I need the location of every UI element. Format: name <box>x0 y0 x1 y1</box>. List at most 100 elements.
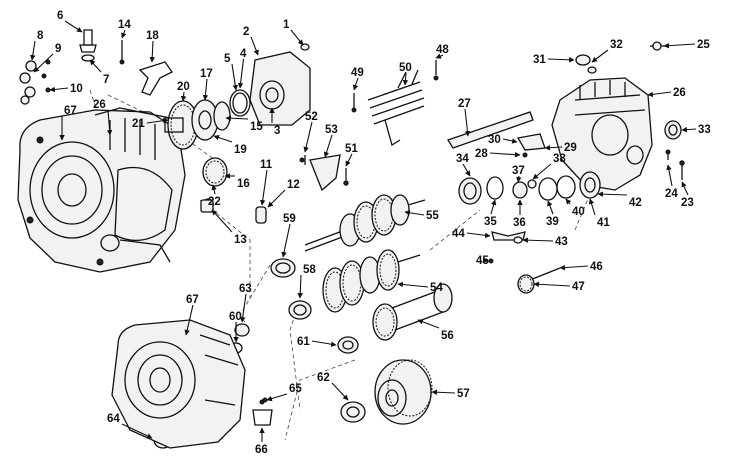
callout-39: 39 <box>546 200 559 228</box>
callout-46: 46 <box>559 261 603 273</box>
callout-number: 21 <box>132 118 145 130</box>
callout-leader <box>259 169 268 206</box>
callout-number: 28 <box>475 148 488 160</box>
callout-3: 3 <box>269 107 280 137</box>
callout-number: 4 <box>240 48 247 60</box>
callout-number: 49 <box>351 67 364 79</box>
vent-plug-and-bolts <box>19 29 97 105</box>
callout-44: 44 <box>452 228 491 240</box>
transaxle-case-left <box>17 107 186 273</box>
callout-number: 5 <box>224 53 231 65</box>
callout-17: 17 <box>200 68 213 101</box>
callout-14: 14 <box>118 19 131 39</box>
callout-number: 20 <box>177 81 190 93</box>
callout-leader <box>267 189 286 208</box>
case-cover-2 <box>229 43 311 126</box>
callout-number: 38 <box>553 153 566 165</box>
callout-number: 29 <box>564 142 577 154</box>
callout-leader <box>397 281 429 288</box>
callout-leader <box>462 163 471 177</box>
callout-number: 35 <box>484 216 497 228</box>
callout-30: 30 <box>488 134 518 146</box>
callout-21: 21 <box>132 117 169 130</box>
callout-number: 1 <box>283 19 290 31</box>
transaxle-case-right <box>551 77 653 191</box>
callout-number: 60 <box>229 311 242 323</box>
callout-50: 50 <box>399 62 412 86</box>
callout-60: 60 <box>229 311 242 343</box>
callout-52: 52 <box>303 111 318 153</box>
callout-49: 49 <box>351 67 364 91</box>
callout-number: 40 <box>572 206 585 218</box>
callout-leader <box>345 153 353 167</box>
callout-number: 59 <box>283 213 296 225</box>
callout-47: 47 <box>533 281 585 293</box>
callout-number: 41 <box>597 217 610 229</box>
callout-65: 65 <box>266 383 302 402</box>
callout-35: 35 <box>484 199 497 228</box>
callout-number: 47 <box>572 281 585 293</box>
callout-number: 9 <box>55 43 61 55</box>
callout-45: 45 <box>476 255 489 267</box>
callout-38: 38 <box>532 153 566 180</box>
callout-leader <box>663 42 696 49</box>
callout-24: 24 <box>665 164 678 200</box>
callout-leader <box>281 223 291 258</box>
callout-leader <box>303 121 313 153</box>
callout-26: 26 <box>93 99 113 136</box>
callout-66: 66 <box>255 427 268 456</box>
callout-leader <box>533 281 571 288</box>
callout-leader <box>544 144 563 151</box>
callout-leader <box>402 72 409 86</box>
shift-rail-assembly <box>299 60 439 192</box>
callout-67: 67 <box>59 105 77 141</box>
callout-leader <box>250 36 259 56</box>
callout-5: 5 <box>224 53 238 91</box>
callout-4: 4 <box>237 48 247 89</box>
callout-leader <box>417 319 440 329</box>
callout-leader <box>231 63 238 91</box>
callout-number: 64 <box>107 413 120 425</box>
callout-leader <box>431 389 456 395</box>
callout-number: 6 <box>57 10 63 22</box>
callout-leader <box>352 77 359 91</box>
callout-leader <box>323 134 333 158</box>
callout-number: 36 <box>513 217 526 229</box>
callout-27: 27 <box>458 98 471 137</box>
differential-57 <box>374 359 433 425</box>
callout-19: 19 <box>213 134 247 156</box>
callout-number: 17 <box>200 68 213 80</box>
callout-number: 3 <box>274 125 280 137</box>
callout-leader <box>482 257 489 263</box>
callout-number: 37 <box>512 165 525 177</box>
callout-number: 14 <box>118 19 131 31</box>
lever-27 <box>447 111 546 158</box>
counter-shaft-54 <box>322 249 421 313</box>
callout-8: 8 <box>30 30 44 61</box>
callout-leader <box>211 184 217 195</box>
callout-67: 67 <box>184 294 199 336</box>
callout-64: 64 <box>107 413 153 439</box>
callout-leader <box>239 293 247 323</box>
callout-number: 58 <box>303 264 316 276</box>
callout-13: 13 <box>211 209 247 246</box>
shift-fork-18 <box>119 40 173 96</box>
callout-leader <box>681 126 697 133</box>
callout-number: 23 <box>681 197 694 209</box>
callout-number: 45 <box>476 255 489 267</box>
callout-58: 58 <box>297 264 316 299</box>
callout-number: 51 <box>345 143 358 155</box>
callout-leader <box>237 58 245 89</box>
callout-leader <box>404 210 425 216</box>
callout-42: 42 <box>597 191 642 209</box>
callout-23: 23 <box>681 181 694 209</box>
callout-number: 26 <box>673 87 686 99</box>
callout-33: 33 <box>681 124 711 136</box>
callout-number: 11 <box>260 159 273 171</box>
callout-25: 25 <box>663 39 710 51</box>
callout-leader <box>121 423 153 439</box>
callout-number: 31 <box>533 54 546 66</box>
callout-leader <box>591 49 609 63</box>
callout-6: 6 <box>57 10 83 33</box>
